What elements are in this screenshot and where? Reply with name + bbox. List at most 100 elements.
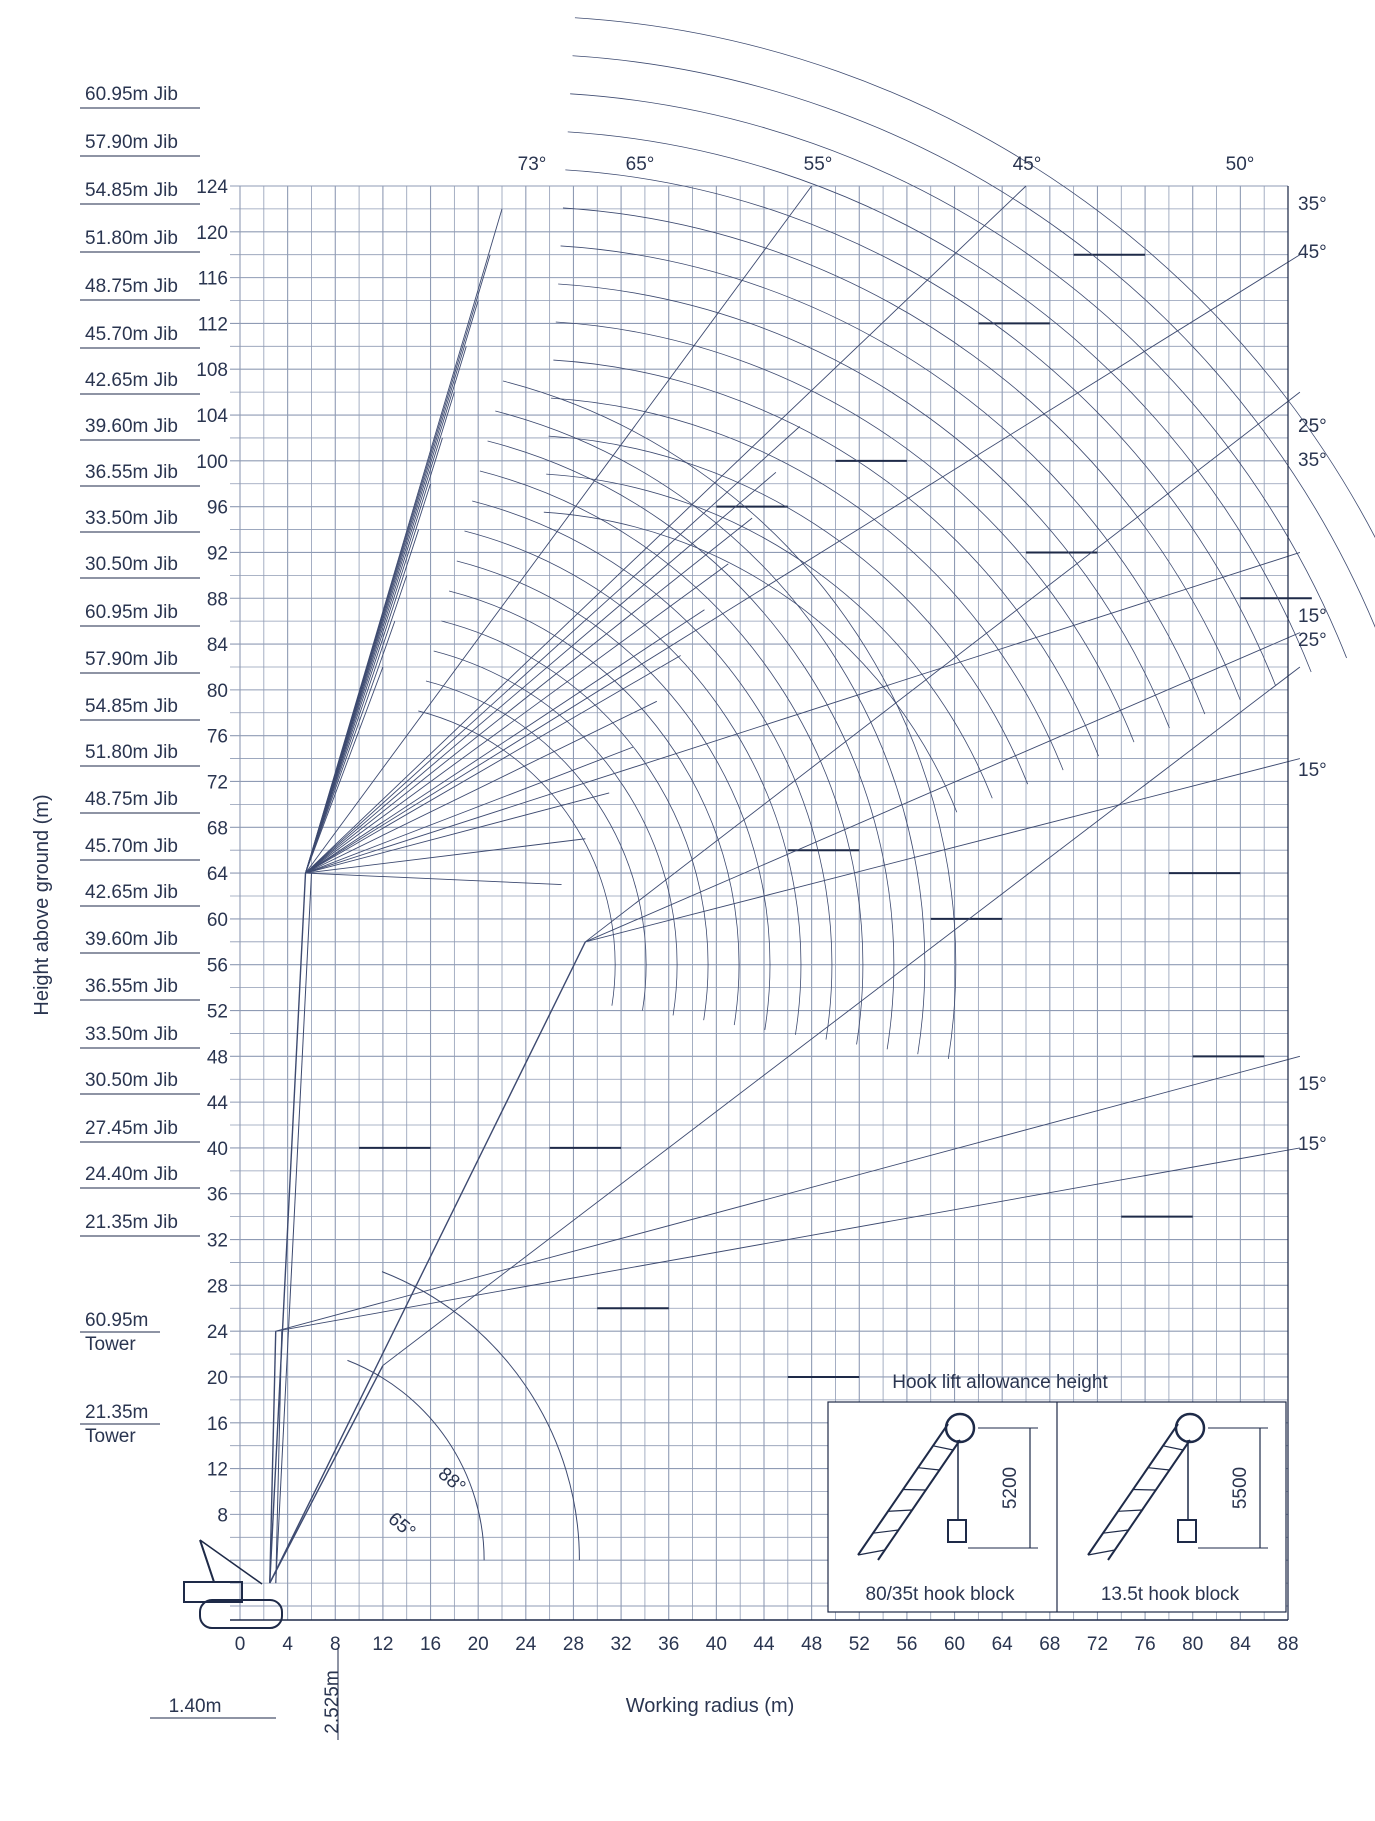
right-angle-label: 45° [1298,242,1327,263]
jib-label-lower: 30.50m Jib [85,1070,178,1091]
jib-label-upper: 57.90m Jib [85,132,178,153]
y-tick-label: 76 [207,727,228,748]
radius-arc [425,680,647,1011]
jib-label-upper: 39.60m Jib [85,416,178,437]
jib-label-lower: 60.95m Jib [85,602,178,623]
y-tick-label: 56 [207,956,228,977]
top-angle-label: 50° [1226,154,1255,175]
offset-dimension: 1.40m [169,1696,222,1717]
jib-label-lower: 48.75m Jib [85,789,178,810]
x-tick-label: 64 [992,1634,1014,1655]
hook-block-label: 80/35t hook block [866,1584,1015,1605]
angle-line [275,1055,1301,1332]
x-tick-label: 76 [1135,1634,1156,1655]
top-angle-label: 55° [804,154,833,175]
hook-lattice [1147,1467,1170,1471]
jib-label-lower: 39.60m Jib [85,929,178,950]
x-axis-title: Working radius (m) [626,1695,795,1717]
x-tick-label: 44 [753,1634,775,1655]
jib-line [305,517,753,874]
sheave-icon [1174,1412,1206,1444]
jib-line [305,483,431,874]
radius-arc [543,511,958,813]
radius-arc [441,620,709,1021]
hook-boom [1107,1439,1191,1561]
radius-arc [433,650,678,1016]
jib-line [305,792,610,874]
hook-lattice [917,1467,940,1471]
hook-block-icon [1177,1519,1197,1543]
y-axis-title: Height above ground (m) [31,794,53,1015]
jib-label-lower: 33.50m Jib [85,1024,178,1045]
x-tick-label: 40 [706,1634,727,1655]
hook-lattice [1102,1529,1129,1534]
y-tick-label: 36 [207,1185,228,1206]
y-tick-label: 108 [196,360,228,381]
boom-angle-arc [347,1359,485,1561]
hook-lattice [1117,1509,1143,1512]
crawler-base [183,1539,283,1629]
x-tick-label: 88 [1277,1634,1298,1655]
y-tick-label: 104 [196,406,228,427]
jib-label-upper: 48.75m Jib [85,276,178,297]
boom-angle-label: 65° [384,1509,420,1544]
angle-line [585,632,1301,943]
jib-line [305,609,705,874]
radius-arc [479,470,864,1045]
pivot-dimension: 2.525m [322,1670,343,1733]
radius-arc [502,380,957,1060]
jib-line [305,700,658,874]
right-angle-label: 35° [1298,450,1327,471]
jib-label-upper: 54.85m Jib [85,180,178,201]
jib-label-upper: 60.95m Jib [85,84,178,105]
radius-arc [555,321,1135,743]
jib-line [305,563,729,874]
y-tick-label: 124 [196,177,228,198]
jib-label-lower: 57.90m Jib [85,649,178,670]
jib-line [305,426,801,874]
x-tick-label: 72 [1087,1634,1108,1655]
x-tick-label: 8 [330,1634,341,1655]
x-tick-label: 36 [658,1634,679,1655]
hook-lattice [857,1549,885,1556]
radius-arc [574,17,1375,539]
jib-label-upper: 36.55m Jib [85,462,178,483]
x-tick-label: 4 [282,1634,293,1655]
jib-label-upper: 42.65m Jib [85,370,178,391]
boom-angle-arc [381,1271,580,1561]
boom-line [269,941,586,1584]
right-angle-label: 35° [1298,194,1327,215]
right-angle-label: 15° [1298,606,1327,627]
y-tick-label: 44 [207,1093,229,1114]
x-tick-label: 0 [235,1634,246,1655]
x-tick-label: 48 [801,1634,822,1655]
y-tick-label: 96 [207,498,228,519]
hook-dim-label: 5500 [1230,1467,1251,1509]
radius-arc [567,131,1312,673]
x-tick-label: 32 [611,1634,632,1655]
hook-dim-label: 5200 [1000,1467,1021,1509]
angle-line [382,666,1301,1366]
hook-allowance-box [827,1401,1287,1613]
jib-line [305,872,562,885]
hook-lattice [872,1529,899,1534]
y-tick-label: 16 [207,1414,228,1435]
crawler-mast [199,1539,215,1583]
radius-arc [448,590,740,1026]
x-tick-label: 52 [849,1634,870,1655]
x-tick-label: 12 [372,1634,393,1655]
hook-lattice [902,1488,926,1491]
y-tick-label: 88 [207,589,228,610]
jib-label-lower: 21.35m Jib [85,1212,178,1233]
y-tick-label: 100 [196,452,228,473]
angle-line [305,552,1301,874]
radius-arc [558,283,1170,729]
angle-line [585,758,1301,943]
radius-arc [570,93,1347,659]
sheave-icon [944,1412,976,1444]
angle-line [305,185,1027,874]
y-tick-label: 112 [198,314,228,335]
jib-line [305,746,634,874]
tower-label: 60.95m [85,1310,148,1331]
